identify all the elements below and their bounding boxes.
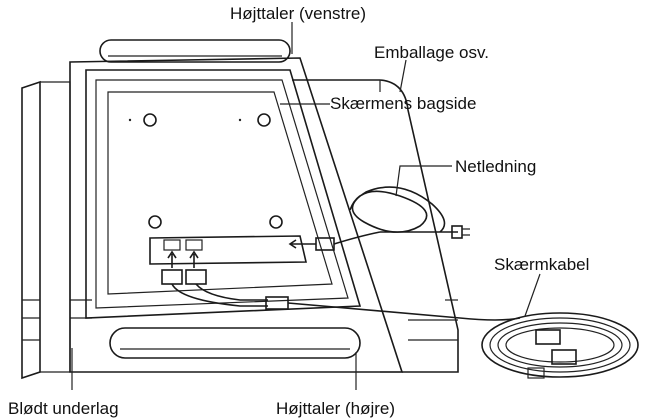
right-speaker-shape [109,327,361,359]
label-packaging: Emballage osv. [374,43,489,62]
label-right-speaker: Højttaler (højre) [276,399,395,418]
leader-lines [71,22,541,390]
display-cable-shape [161,269,639,379]
soft-underlay-sheet [21,80,92,380]
label-left-speaker: Højttaler (venstre) [230,4,366,23]
power-cord-shape [315,186,470,251]
base-board [69,57,404,373]
label-display-cable: Skærmkabel [494,255,589,274]
screen-back-panel [85,69,362,319]
label-soft-underlay: Blødt underlag [8,399,119,418]
label-screen-back: Skærmens bagside [330,94,476,113]
left-speaker-shape [99,39,291,63]
label-power-cord: Netledning [455,157,536,176]
